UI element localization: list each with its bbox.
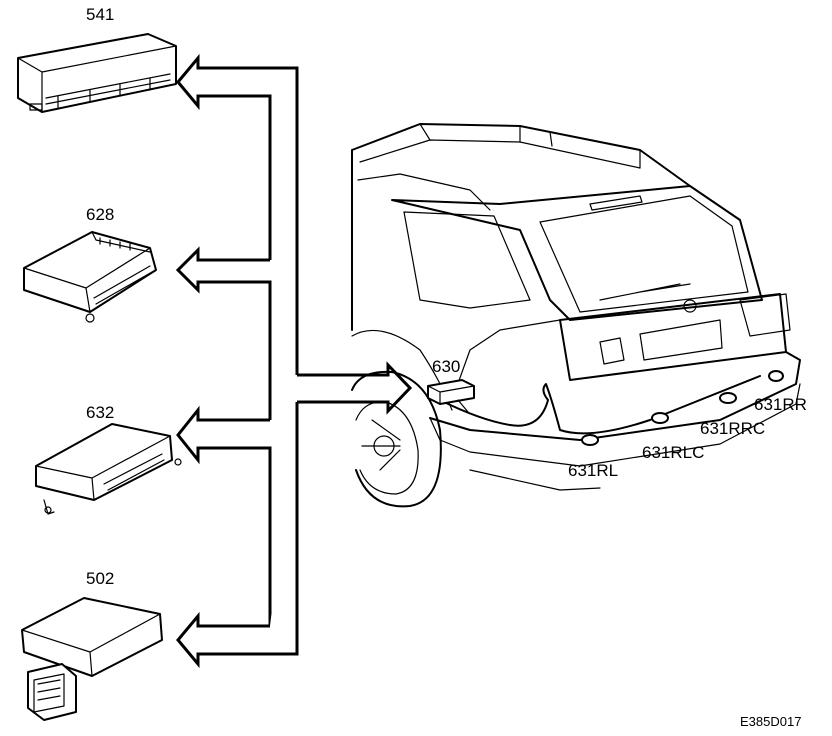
module-541: [17, 33, 177, 113]
module-628: [23, 231, 157, 323]
sensor-rr-mark: [768, 370, 784, 382]
sensor-rrc-mark: [719, 392, 737, 404]
signal-bus: [175, 53, 413, 669]
arrow-to-628: [175, 246, 272, 420]
sensor-rlc-mark: [651, 412, 669, 424]
label-632: 632: [86, 403, 114, 422]
label-630: 630: [432, 357, 460, 376]
arrow-to-541: [176, 53, 299, 375]
car-rear: [351, 123, 801, 508]
label-631rr: 631RR: [754, 395, 807, 414]
label-631rrc: 631RRC: [700, 419, 765, 438]
label-631rlc: 631RLC: [642, 443, 704, 462]
arrow-to-632: [176, 405, 272, 626]
module-630: [427, 379, 475, 413]
module-632: [35, 423, 182, 515]
label-628: 628: [86, 205, 114, 224]
label-631rl: 631RL: [568, 461, 618, 480]
label-502: 502: [86, 569, 114, 588]
arrow-to-502: [176, 402, 299, 669]
sensor-rl-mark: [581, 434, 599, 446]
module-502: [21, 597, 163, 721]
figure-code: E385D017: [740, 714, 801, 729]
label-541: 541: [86, 5, 114, 24]
